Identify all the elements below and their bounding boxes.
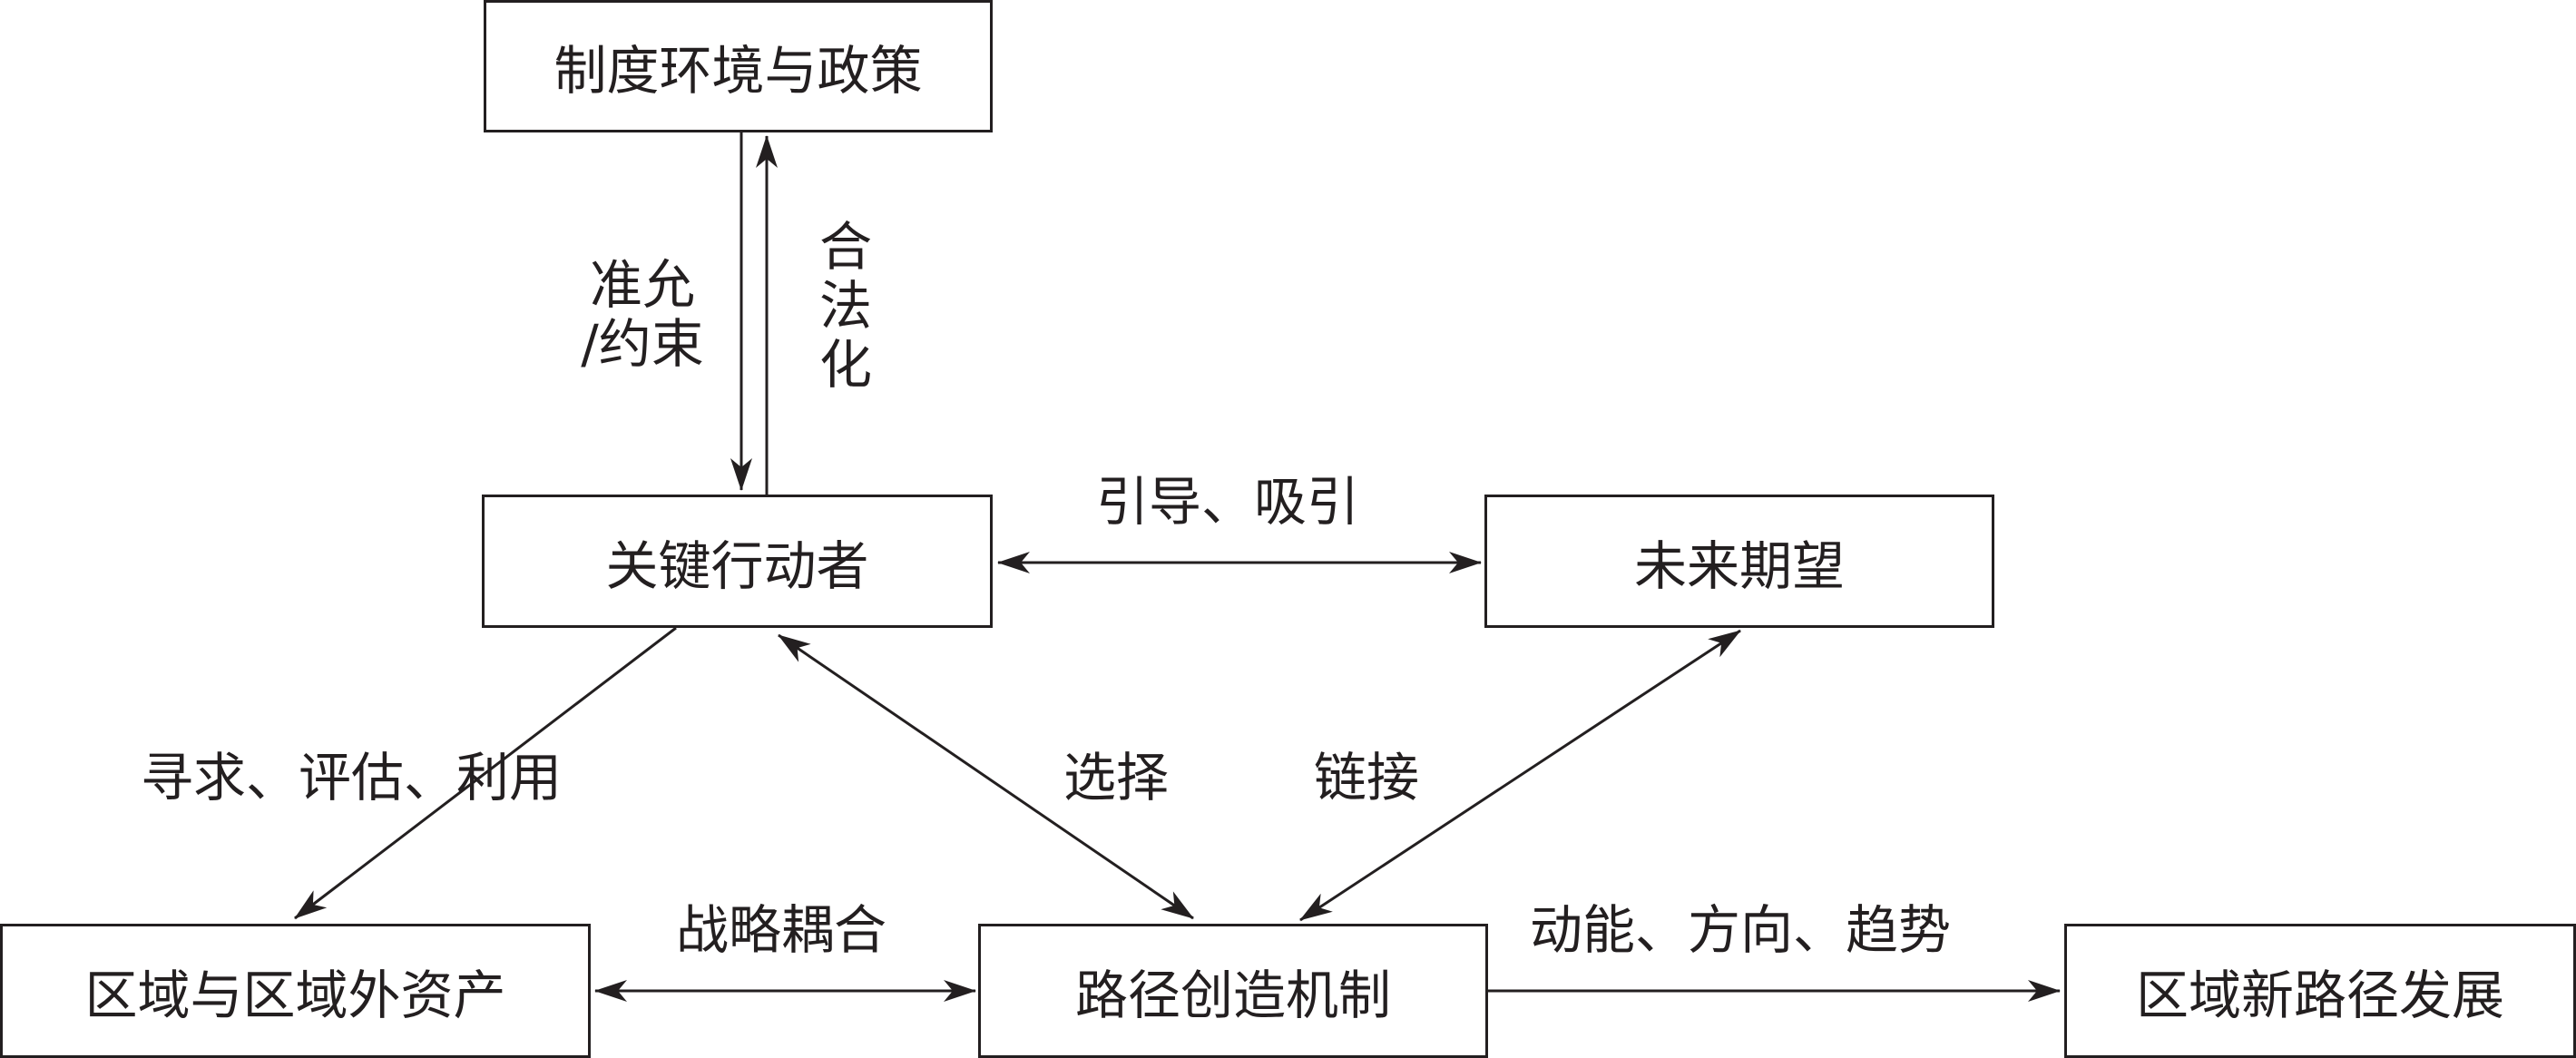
label-link: 链接: [1314, 747, 1420, 808]
label-seek: 寻求、评估、利用: [141, 747, 563, 808]
node-future: 未来期望: [1484, 495, 1994, 628]
label-enable: 准允 /约束: [581, 254, 704, 375]
node-new-path: 区域新路径发展: [2064, 924, 2576, 1058]
node-assets: 区域与区域外资产: [0, 924, 591, 1058]
label-momentum: 动能、方向、趋势: [1530, 899, 1952, 961]
label-select: 选择: [1063, 747, 1170, 808]
label-legitimize: 合 法 化: [818, 216, 872, 396]
node-key-actors: 关键行动者: [482, 495, 993, 628]
node-mechanism: 路径创造机制: [978, 924, 1488, 1058]
label-coupling: 战略耦合: [676, 899, 887, 961]
label-guide: 引导、吸引: [1096, 471, 1360, 533]
node-institution: 制度环境与政策: [484, 0, 993, 132]
edge-seek: [294, 626, 677, 920]
edge-link: [1299, 629, 1741, 922]
edge-select: [778, 633, 1194, 920]
